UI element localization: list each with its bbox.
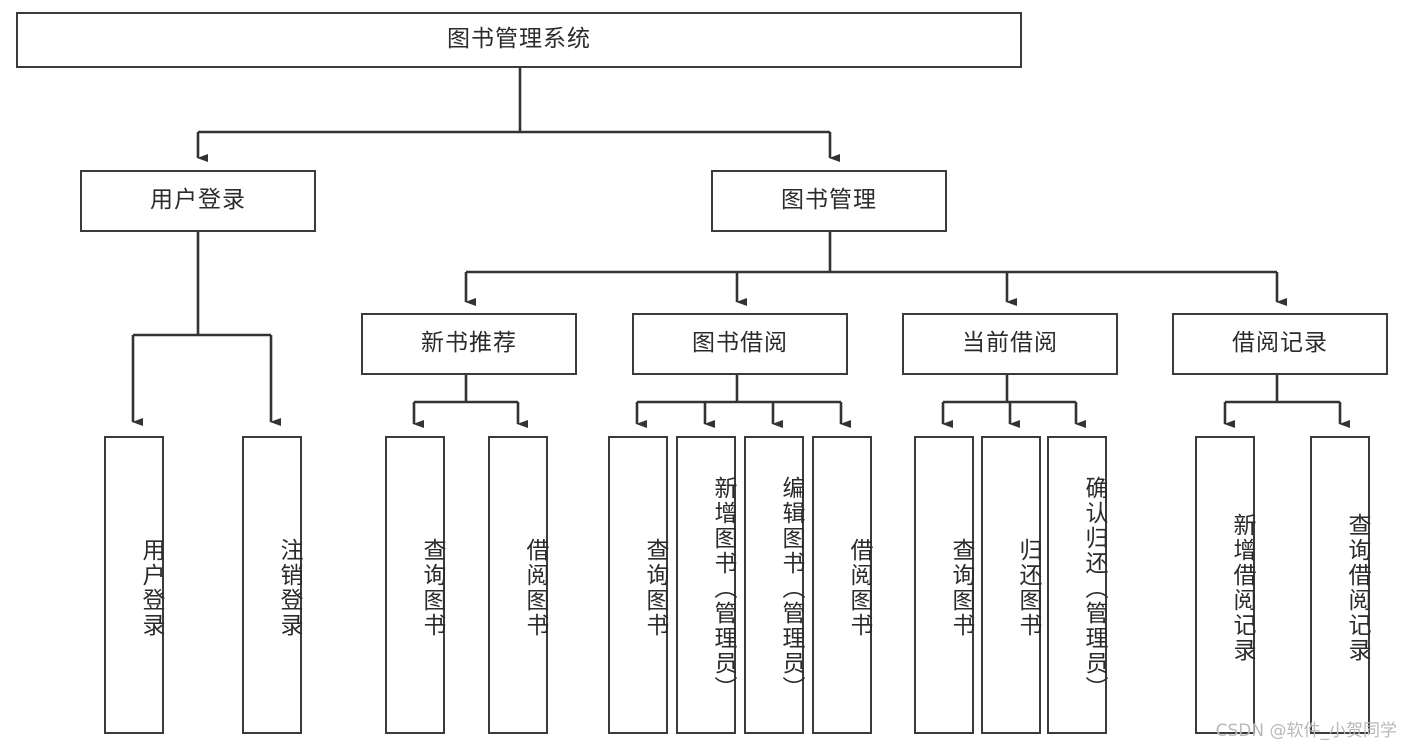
node-leaf-query-book-3[interactable]: 查询图书 (914, 436, 974, 734)
node-label: 查询图书 (642, 538, 668, 638)
node-leaf-query-book-2[interactable]: 查询图书 (608, 436, 668, 734)
node-label: 注销登录 (276, 538, 302, 638)
node-label: 确认归还（管理员） (1081, 475, 1107, 701)
node-new-book-recommend[interactable]: 新书推荐 (361, 313, 577, 375)
node-current-borrow[interactable]: 当前借阅 (902, 313, 1118, 375)
node-leaf-borrow-book-2[interactable]: 借阅图书 (812, 436, 872, 734)
node-user-login[interactable]: 用户登录 (80, 170, 316, 232)
node-leaf-user-login[interactable]: 用户登录 (104, 436, 164, 734)
node-label: 用户登录 (150, 187, 246, 214)
node-leaf-edit-book-admin[interactable]: 编辑图书（管理员） (744, 436, 804, 734)
node-label: 借阅图书 (846, 538, 872, 638)
node-label: 查询图书 (948, 538, 974, 638)
node-label: 新书推荐 (421, 330, 517, 357)
node-book-borrow[interactable]: 图书借阅 (632, 313, 848, 375)
node-label: 图书管理系统 (447, 26, 591, 53)
node-borrow-record[interactable]: 借阅记录 (1172, 313, 1388, 375)
node-label: 新增图书（管理员） (710, 475, 736, 701)
node-label: 用户登录 (138, 538, 164, 638)
node-leaf-query-borrow-record[interactable]: 查询借阅记录 (1310, 436, 1370, 734)
node-label: 当前借阅 (962, 330, 1058, 357)
node-label: 查询借阅记录 (1344, 513, 1370, 663)
node-leaf-return-book[interactable]: 归还图书 (981, 436, 1041, 734)
node-label: 图书借阅 (692, 330, 788, 357)
node-leaf-add-book-admin[interactable]: 新增图书（管理员） (676, 436, 736, 734)
node-root-book-management-system[interactable]: 图书管理系统 (16, 12, 1022, 68)
node-leaf-borrow-book-1[interactable]: 借阅图书 (488, 436, 548, 734)
node-label: 归还图书 (1015, 538, 1041, 638)
node-book-manage[interactable]: 图书管理 (711, 170, 947, 232)
node-label: 新增借阅记录 (1229, 513, 1255, 663)
node-leaf-confirm-return-admin[interactable]: 确认归还（管理员） (1047, 436, 1107, 734)
node-leaf-add-borrow-record[interactable]: 新增借阅记录 (1195, 436, 1255, 734)
node-label: 查询图书 (419, 538, 445, 638)
node-label: 借阅记录 (1232, 330, 1328, 357)
node-leaf-query-book-1[interactable]: 查询图书 (385, 436, 445, 734)
node-label: 借阅图书 (522, 538, 548, 638)
node-leaf-user-logout[interactable]: 注销登录 (242, 436, 302, 734)
node-label: 编辑图书（管理员） (778, 475, 804, 701)
node-label: 图书管理 (781, 187, 877, 214)
